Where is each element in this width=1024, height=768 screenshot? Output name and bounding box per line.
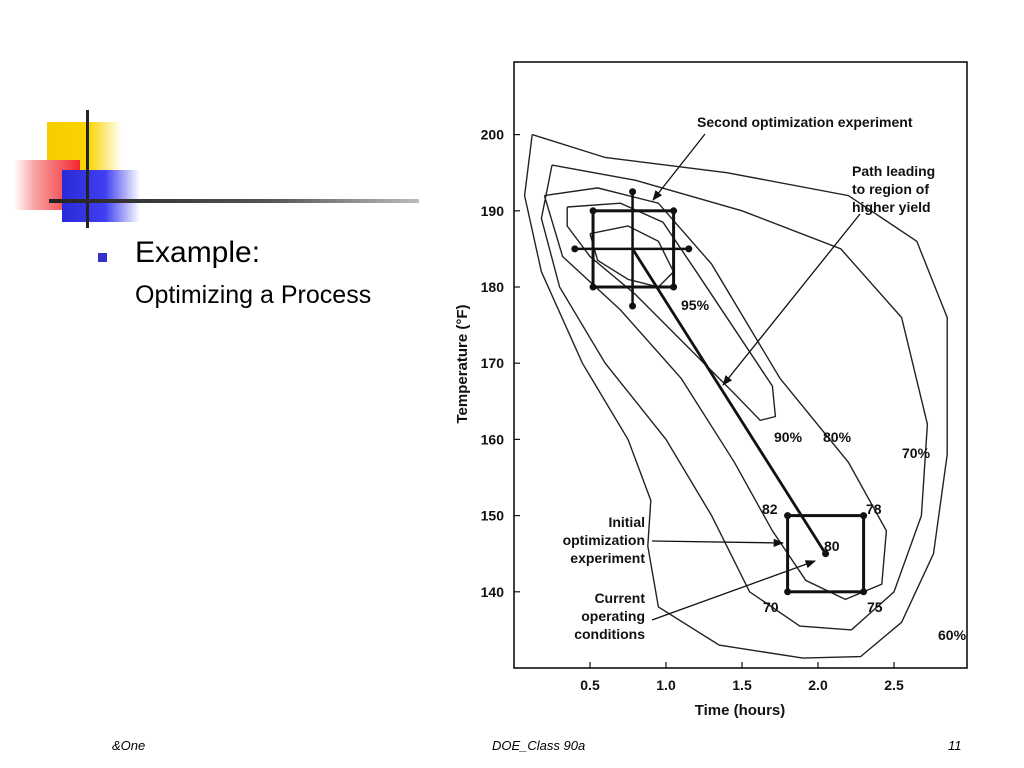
y-tick-label: 170 bbox=[481, 355, 505, 371]
y-tick-label: 160 bbox=[481, 431, 505, 447]
arrow-second-experiment bbox=[652, 133, 706, 201]
point-label-82: 82 bbox=[762, 501, 778, 517]
initial-experiment-point bbox=[784, 588, 792, 596]
contour-90 bbox=[566, 202, 777, 422]
footer-right: 11 bbox=[948, 738, 962, 753]
contour-label-95: 95% bbox=[681, 297, 710, 313]
arrow-current-conditions bbox=[651, 560, 816, 621]
footer-center: DOE_Class 90a bbox=[492, 738, 586, 753]
arrow-path bbox=[722, 213, 861, 386]
contour-label-70: 70% bbox=[902, 445, 931, 461]
second-experiment-point bbox=[670, 283, 678, 291]
y-tick-label: 190 bbox=[481, 203, 505, 219]
second-experiment-point bbox=[670, 207, 678, 215]
path-line bbox=[631, 248, 827, 555]
decor-blue-square bbox=[62, 170, 140, 222]
point-label-70: 70 bbox=[763, 599, 779, 615]
point-label-80: 80 bbox=[824, 538, 840, 554]
second-experiment-axial-point bbox=[571, 245, 579, 253]
x-tick-label: 1.5 bbox=[732, 677, 752, 693]
initial-experiment-point bbox=[860, 588, 868, 596]
bullet-heading: Example: bbox=[135, 236, 261, 269]
y-tick-label: 200 bbox=[481, 127, 505, 143]
contour-label-90: 90% bbox=[774, 429, 803, 445]
decor-horizontal-line bbox=[49, 199, 419, 203]
second-experiment-axial-point bbox=[629, 302, 637, 310]
decor-vertical-line bbox=[86, 110, 89, 228]
y-tick-label: 180 bbox=[481, 279, 505, 295]
contour-label-80: 80% bbox=[823, 429, 852, 445]
x-tick-label: 2.5 bbox=[884, 677, 904, 693]
footer-left: &One bbox=[112, 738, 146, 753]
y-tick-label: 140 bbox=[481, 584, 505, 600]
x-tick-label: 1.0 bbox=[656, 677, 676, 693]
x-tick-label: 2.0 bbox=[808, 677, 828, 693]
bullet-square-icon bbox=[98, 253, 107, 262]
bullet-subheading: Optimizing a Process bbox=[135, 281, 372, 309]
point-label-75: 75 bbox=[867, 599, 883, 615]
contour-chart: 0.5 1.0 1.5 2.0 2.5 140 150 160 170 180 190 200Time… bbox=[454, 61, 968, 719]
initial-experiment-square bbox=[786, 514, 866, 594]
y-tick-label: 150 bbox=[481, 508, 505, 524]
second-experiment-point bbox=[589, 283, 597, 291]
contour-60 bbox=[523, 133, 948, 659]
second-experiment-axial-point bbox=[685, 245, 693, 253]
x-axis-label: Time (hours) bbox=[695, 702, 786, 719]
arrow-initial-experiment bbox=[651, 538, 785, 548]
second-experiment-axial-point bbox=[629, 188, 637, 196]
initial-experiment-point bbox=[784, 512, 792, 520]
plot-frame bbox=[513, 61, 968, 669]
annotation-second-experiment: Second optimization experiment bbox=[697, 114, 913, 130]
second-experiment-point bbox=[589, 207, 597, 215]
point-label-78: 78 bbox=[866, 501, 882, 517]
contour-label-60: 60% bbox=[938, 627, 967, 643]
y-axis-label: Temperature (°F) bbox=[454, 304, 471, 423]
x-tick-label: 0.5 bbox=[580, 677, 600, 693]
initial-experiment-point bbox=[860, 512, 868, 520]
contour-70 bbox=[540, 164, 929, 631]
